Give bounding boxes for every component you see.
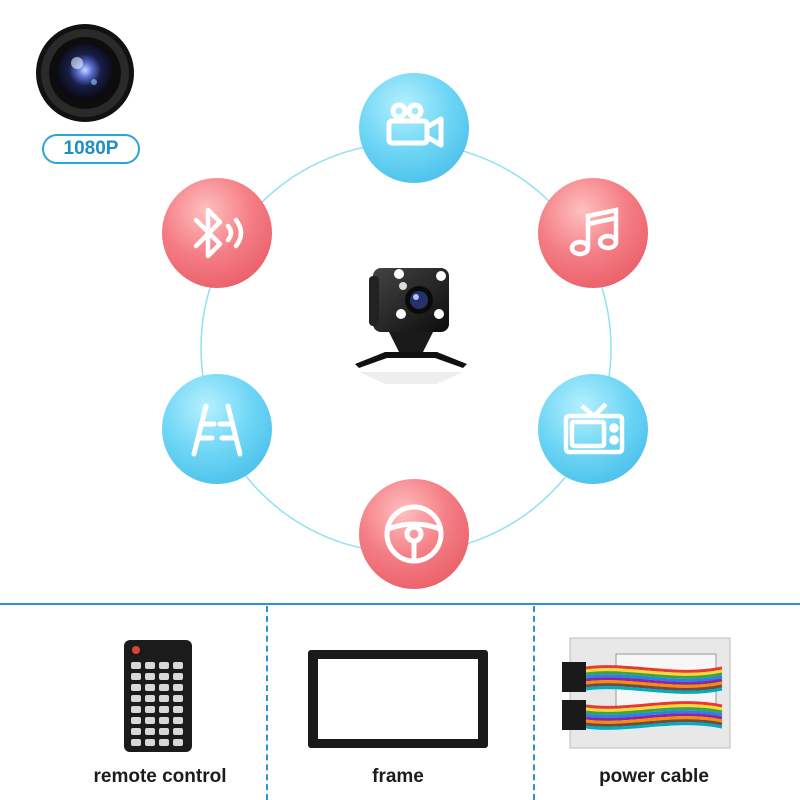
cable-wire (585, 722, 723, 730)
remote-button (173, 695, 183, 702)
frame-label: frame (372, 766, 424, 787)
frame-image (308, 650, 488, 748)
remote-button (173, 684, 183, 691)
remote-button (145, 695, 155, 702)
remote-button (173, 673, 183, 680)
steering-wheel-icon (384, 504, 444, 564)
column-divider (266, 606, 268, 800)
remote-button (145, 684, 155, 691)
power-cable-label: power cable (599, 766, 709, 787)
remote-button (145, 717, 155, 724)
music-note-icon (569, 207, 619, 257)
parking-lane-icon (191, 403, 243, 457)
cable-wire (585, 671, 723, 679)
remote-button (145, 673, 155, 680)
rear-camera-image (355, 268, 467, 384)
remote-button (145, 728, 155, 735)
cable-wire (585, 704, 723, 712)
video-camera-feature (359, 73, 469, 183)
section-divider (0, 603, 800, 605)
remote-button (159, 662, 169, 669)
remote-button (131, 695, 141, 702)
cable-wire (585, 665, 723, 673)
remote-button (173, 717, 183, 724)
bluetooth-audio-icon (193, 207, 244, 259)
remote-button (173, 662, 183, 669)
power-cable-image (562, 637, 731, 749)
remote-button (145, 739, 155, 746)
remote-button (159, 728, 169, 735)
remote-button (131, 662, 141, 669)
cable-wire (585, 683, 723, 691)
resolution-badge: 1080P (42, 134, 140, 164)
remote-button (145, 706, 155, 713)
cable-wire (585, 668, 723, 676)
remote-button (173, 739, 183, 746)
cable-wire (585, 677, 723, 685)
tv-icon (563, 402, 625, 455)
remote-button (131, 717, 141, 724)
cable-wire (585, 686, 723, 694)
remote-button (131, 673, 141, 680)
remote-button (131, 728, 141, 735)
cable-wire (585, 701, 723, 709)
remote-button (159, 717, 169, 724)
remote-button (131, 739, 141, 746)
camera-lens-icon (36, 24, 134, 122)
remote-button (159, 739, 169, 746)
remote-button (131, 706, 141, 713)
cable-wire (585, 716, 723, 724)
cable-wire (585, 713, 723, 721)
remote-button (173, 706, 183, 713)
cable-wire (585, 674, 723, 682)
remote-button (159, 706, 169, 713)
cable-wire (585, 719, 723, 727)
bluetooth-feature (162, 178, 272, 288)
parking-feature (162, 374, 272, 484)
tv-feature (538, 374, 648, 484)
remote-button (173, 728, 183, 735)
column-divider (533, 606, 535, 800)
remote-control-label: remote control (93, 766, 227, 787)
remote-button (159, 673, 169, 680)
remote-button (145, 662, 155, 669)
steering-feature (359, 479, 469, 589)
music-feature (538, 178, 648, 288)
remote-button (159, 684, 169, 691)
video-camera-icon (386, 102, 444, 148)
cable-wire (585, 710, 723, 718)
cable-wire (585, 680, 723, 688)
remote-button (131, 684, 141, 691)
remote-button (159, 695, 169, 702)
cable-wire (585, 707, 723, 715)
remote-control-image (124, 640, 192, 752)
